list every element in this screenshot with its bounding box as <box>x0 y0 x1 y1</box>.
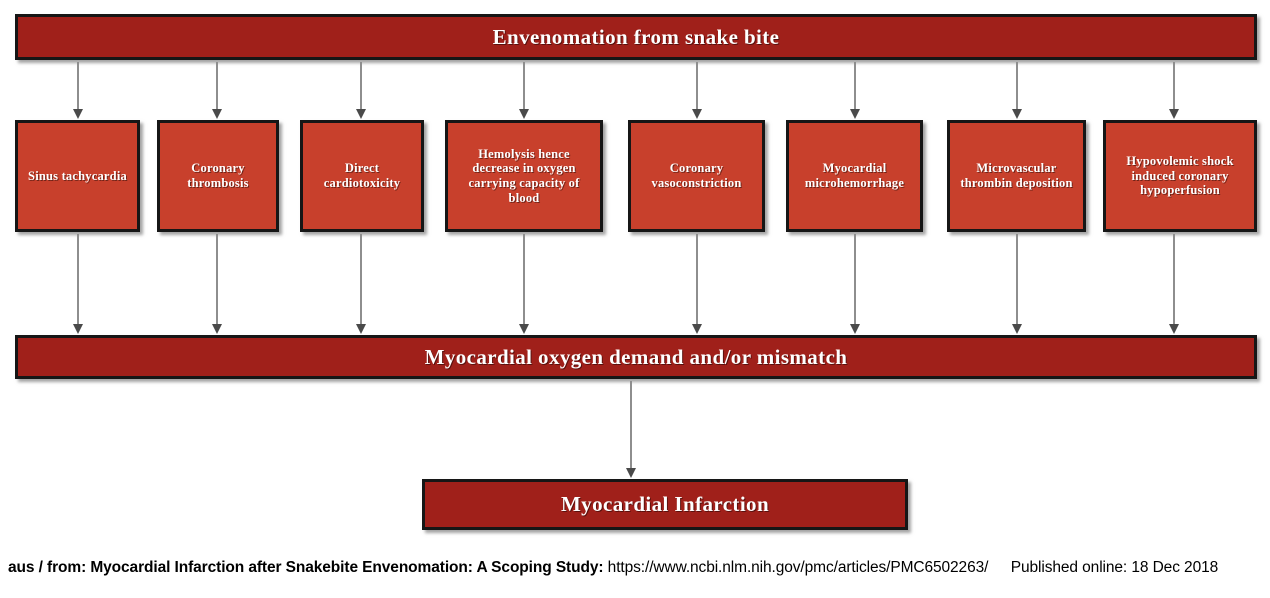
node-coronary-thrombosis: Coronary thrombosis <box>157 120 279 232</box>
arrow-top-to-node-2 <box>216 62 218 110</box>
arrow-top-to-node-8 <box>1173 62 1175 110</box>
node-label: Envenomation from snake bite <box>492 24 780 49</box>
arrow-node-1-to-mismatch <box>77 234 79 325</box>
arrow-node-7-to-mismatch <box>1016 234 1018 325</box>
source-caption: aus / from: Myocardial Infarction after … <box>8 559 1266 577</box>
node-label: Sinus tachycardia <box>28 168 127 183</box>
arrow-node-3-to-mismatch <box>360 234 362 325</box>
node-label: Coronary vasoconstriction <box>651 161 742 190</box>
node-myocardial-microhemorrhage: Myocardial microhemorrhage <box>786 120 923 232</box>
caption-source-title: aus / from: Myocardial Infarction after … <box>8 559 604 576</box>
arrow-top-to-node-6 <box>854 62 856 110</box>
node-microvascular-thrombin-deposition: Microvascular thrombin deposition <box>947 120 1086 232</box>
node-label: Coronary thrombosis <box>187 161 249 190</box>
arrow-node-5-to-mismatch <box>696 234 698 325</box>
node-hemolysis-decreased-oxygen-capacity: Hemolysis hence decrease in oxygen carry… <box>445 120 603 232</box>
node-label: Microvascular thrombin deposition <box>960 161 1073 190</box>
caption-published-date: Published online: 18 Dec 2018 <box>1010 559 1219 576</box>
arrow-top-to-node-4 <box>523 62 525 110</box>
arrow-mismatch-to-infarction <box>630 381 632 469</box>
node-label: Hypovolemic shock induced coronary hypop… <box>1126 153 1234 198</box>
arrow-node-4-to-mismatch <box>523 234 525 325</box>
node-label: Direct cardiotoxicity <box>323 161 401 190</box>
node-sinus-tachycardia: Sinus tachycardia <box>15 120 140 232</box>
caption-url[interactable]: https://www.ncbi.nlm.nih.gov/pmc/article… <box>607 559 989 576</box>
node-label: Myocardial Infarction <box>560 492 770 517</box>
node-direct-cardiotoxicity: Direct cardiotoxicity <box>300 120 424 232</box>
node-hypovolemic-shock-coronary-hypoperfusion: Hypovolemic shock induced coronary hypop… <box>1103 120 1257 232</box>
node-label: Hemolysis hence decrease in oxygen carry… <box>468 146 580 205</box>
node-myocardial-oxygen-demand-mismatch: Myocardial oxygen demand and/or mismatch <box>15 335 1257 379</box>
arrow-top-to-node-7 <box>1016 62 1018 110</box>
node-envenomation-from-snake-bite: Envenomation from snake bite <box>15 14 1257 60</box>
arrow-node-8-to-mismatch <box>1173 234 1175 325</box>
node-coronary-vasoconstriction: Coronary vasoconstriction <box>628 120 765 232</box>
arrow-top-to-node-3 <box>360 62 362 110</box>
arrow-top-to-node-1 <box>77 62 79 110</box>
node-myocardial-infarction: Myocardial Infarction <box>422 479 908 530</box>
arrow-top-to-node-5 <box>696 62 698 110</box>
arrow-node-2-to-mismatch <box>216 234 218 325</box>
node-label: Myocardial oxygen demand and/or mismatch <box>424 344 848 369</box>
arrow-node-6-to-mismatch <box>854 234 856 325</box>
node-label: Myocardial microhemorrhage <box>804 161 905 190</box>
